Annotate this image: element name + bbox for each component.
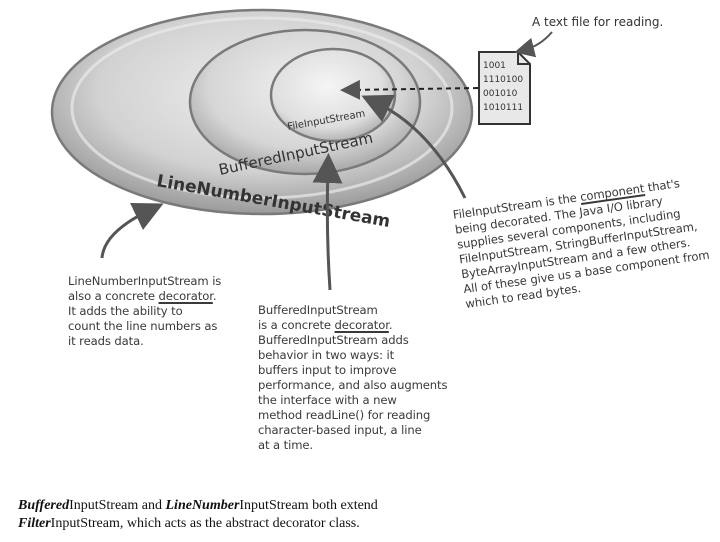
note-line: BufferedInputStream adds — [258, 333, 409, 347]
file-to-stream-arrow — [340, 79, 479, 100]
note-line: also a concrete decorator. — [68, 289, 217, 303]
file-label: A text file for reading. — [532, 15, 663, 29]
note-line: performance, and also augments — [258, 378, 448, 392]
caption: BufferedInputStream and LineNumberInputS… — [18, 498, 378, 531]
file-bits-line: 1010111 — [483, 103, 523, 113]
file-bits-line: 1110100 — [483, 75, 523, 85]
note-line: it reads data. — [68, 334, 144, 348]
file-label-arrow — [514, 31, 553, 58]
buffered-note: BufferedInputStream is a concrete decora… — [258, 303, 448, 453]
decorator-term: decorator — [334, 318, 389, 332]
line-number-callout-arrow — [100, 202, 164, 259]
text-file-icon: 1001 1110100 001010 1010111 — [478, 51, 531, 125]
note-line: BufferedInputStream — [258, 303, 378, 317]
file-bits-line: 1001 — [483, 61, 506, 71]
note-line: method readLine() for reading — [258, 408, 431, 422]
buffered-callout-arrow — [312, 153, 343, 291]
note-line: the interface with a new — [258, 393, 397, 407]
note-line: It adds the ability to — [68, 304, 183, 318]
note-line: buffers input to improve — [258, 363, 397, 377]
file-bits-line: 001010 — [483, 89, 518, 99]
line-number-note: LineNumberInputStream is also a concrete… — [68, 274, 221, 349]
line-number-ring-highlight — [70, 16, 454, 200]
caption-bold: Buffered — [18, 498, 70, 513]
caption-bold: LineNumber — [165, 498, 240, 513]
note-line: is a concrete decorator. — [258, 318, 393, 332]
note-line: behavior in two ways: it — [258, 348, 395, 362]
decorator-term: decorator — [158, 289, 213, 303]
note-line: LineNumberInputStream is — [68, 274, 222, 288]
note-line: count the line numbers as — [68, 319, 218, 333]
note-line: at a time. — [258, 438, 314, 452]
note-line: character-based input, a line — [258, 423, 422, 437]
caption-bold: Filter — [18, 516, 51, 531]
file-input-callout-arrow — [361, 94, 467, 199]
